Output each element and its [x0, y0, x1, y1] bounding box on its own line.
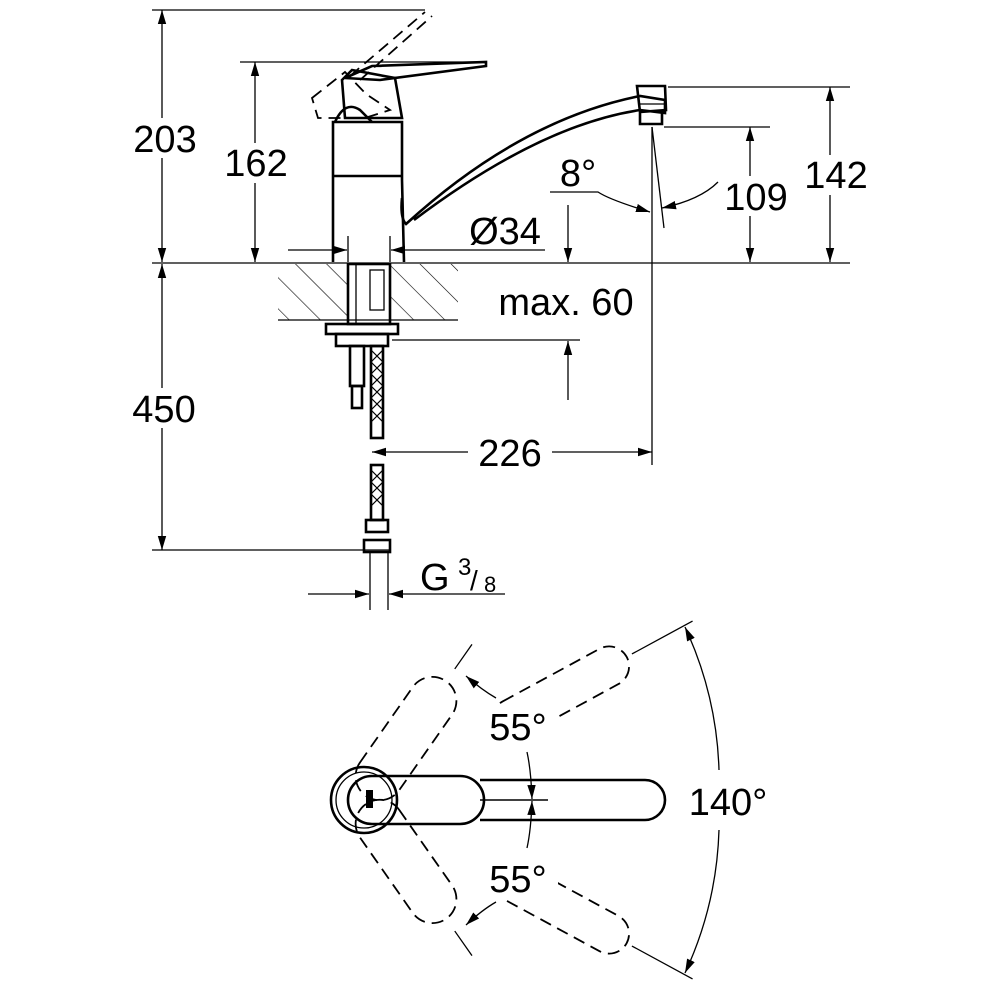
dimension-hose-length: 450: [132, 389, 195, 431]
pivot-body: [329, 765, 399, 835]
lever-handle: [344, 60, 488, 82]
dimension-spout-angle: 8°: [560, 153, 596, 195]
svg-text:/: /: [470, 565, 478, 596]
angle-total-label: 140°: [689, 782, 768, 824]
mounting-set: [324, 262, 400, 610]
handle-top: [346, 774, 486, 826]
counter-section: [278, 264, 458, 321]
angle-upper-label: 55°: [489, 707, 546, 749]
dimension-total-height: 203: [133, 119, 196, 161]
side-view: 203 162 142 109 8° Ø34 max. 60: [125, 9, 872, 610]
dimension-spout-height: 142: [804, 155, 867, 197]
lever-raised-outline: [310, 70, 393, 119]
handle-left-dashed: [354, 675, 458, 802]
faucet-body: [310, 11, 668, 263]
lever-raised-dashed: [349, 11, 433, 81]
dimension-spout-reach: 226: [478, 433, 541, 475]
svg-text:8: 8: [484, 572, 496, 597]
handle-right-dashed: [354, 798, 458, 925]
dimension-counter-thickness: max. 60: [498, 282, 633, 324]
spout-top: [480, 778, 667, 822]
dimension-handle-height: 162: [224, 143, 287, 185]
spout: [400, 94, 667, 226]
dimension-base-diameter: Ø34: [469, 211, 541, 253]
svg-text:G: G: [420, 557, 450, 599]
angle-lower-label: 55°: [489, 859, 546, 901]
svg-text:3: 3: [458, 554, 471, 581]
lever-base: [340, 68, 404, 120]
top-view: 55° 55° 140°: [329, 620, 768, 980]
hose: [369, 344, 385, 440]
dimension-connection-thread: G 3 / 8: [418, 554, 500, 599]
dimension-outlet-height: 109: [724, 177, 787, 219]
aerator: [635, 84, 668, 126]
